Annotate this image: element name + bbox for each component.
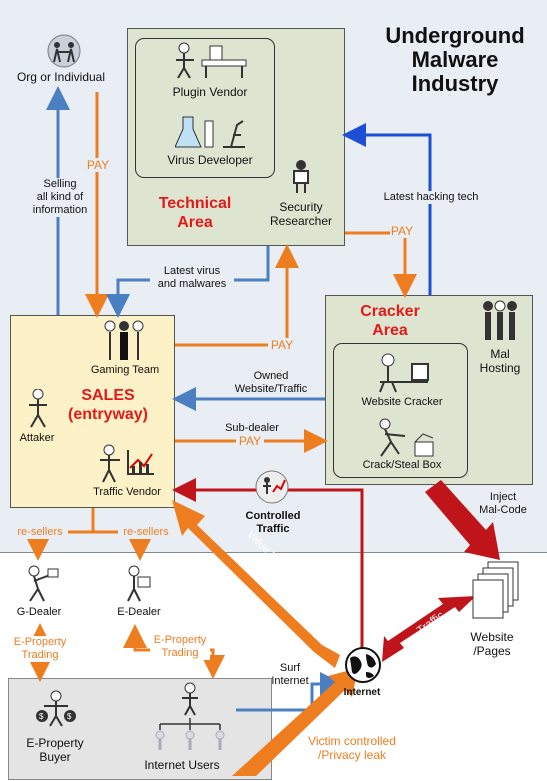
- hacking-tech-arrow: [342, 123, 432, 295]
- g-dealer-icon: [28, 565, 59, 602]
- svg-text:$: $: [67, 712, 72, 721]
- internet-users-label: Internet Users: [144, 758, 220, 772]
- pay-cracker-arrow: [345, 231, 417, 298]
- controlled-traffic-icon: [255, 470, 289, 504]
- re-sellers-label-2: re-sellers: [118, 526, 174, 539]
- traffic-vendor-label: Traffic Vendor: [93, 486, 161, 498]
- re-sellers-label-1: re-sellers: [12, 526, 68, 539]
- pay-label-sub-dealer: PAY: [236, 434, 264, 448]
- crack-steal-box-icon: [379, 418, 434, 457]
- controlled-traffic-arrow: [172, 478, 364, 648]
- plugin-vendor-icon: [176, 42, 247, 79]
- org-people-icon: [47, 34, 81, 68]
- svg-text:$: $: [39, 712, 44, 721]
- org-label: Org or Individual: [16, 70, 106, 84]
- victim-arrow: [232, 668, 358, 776]
- attaker-icon: [29, 389, 47, 428]
- website-pages-label: Website/Pages: [470, 630, 514, 658]
- inject-arrow: [425, 480, 500, 560]
- virus-developer-label: Virus Developer: [167, 153, 253, 167]
- internet-label: Internet: [343, 687, 381, 698]
- crack-steal-box-label: Crack/Steal Box: [362, 459, 442, 471]
- internet-globe-icon: [345, 647, 381, 683]
- website-cracker-icon: [379, 353, 429, 393]
- pay-label-technical: PAY: [268, 338, 296, 352]
- victim-label: Victim controlled/Privacy leak: [308, 734, 396, 762]
- pay-label-cracker: PAY: [390, 224, 414, 238]
- security-researcher-icon: [293, 160, 309, 193]
- traffic-arrow: [382, 596, 476, 662]
- e-dealer-label: E-Dealer: [117, 606, 161, 618]
- e-property-buyer-icon: $$: [36, 690, 76, 727]
- internet-users-icon: [155, 682, 225, 750]
- website-cracker-label: Website Cracker: [361, 396, 443, 408]
- mal-hosting-icon: [483, 300, 517, 340]
- gaming-team-label: Gaming Team: [90, 364, 160, 376]
- attaker-label: Attaker: [19, 432, 55, 444]
- plugin-vendor-label: Plugin Vendor: [172, 85, 248, 99]
- surf-internet-arrow: [236, 672, 344, 712]
- sales-title: SALES(entryway): [67, 387, 149, 423]
- pay-label-org: PAY: [86, 158, 110, 172]
- latest-hacking-tech-label: Latest hacking tech: [376, 191, 486, 204]
- website-pages-icon: [472, 561, 519, 619]
- crackers-group-box: [333, 343, 468, 478]
- traffic-vendor-icon: [100, 444, 154, 483]
- value-information-arrow: [172, 500, 340, 668]
- gaming-team-icon: [104, 320, 144, 360]
- virus-lab-icon: [175, 116, 245, 148]
- sub-dealer-label: Sub-dealer: [225, 422, 279, 434]
- e-dealer-icon: [127, 565, 151, 602]
- g-dealer-label: G-Dealer: [16, 606, 62, 618]
